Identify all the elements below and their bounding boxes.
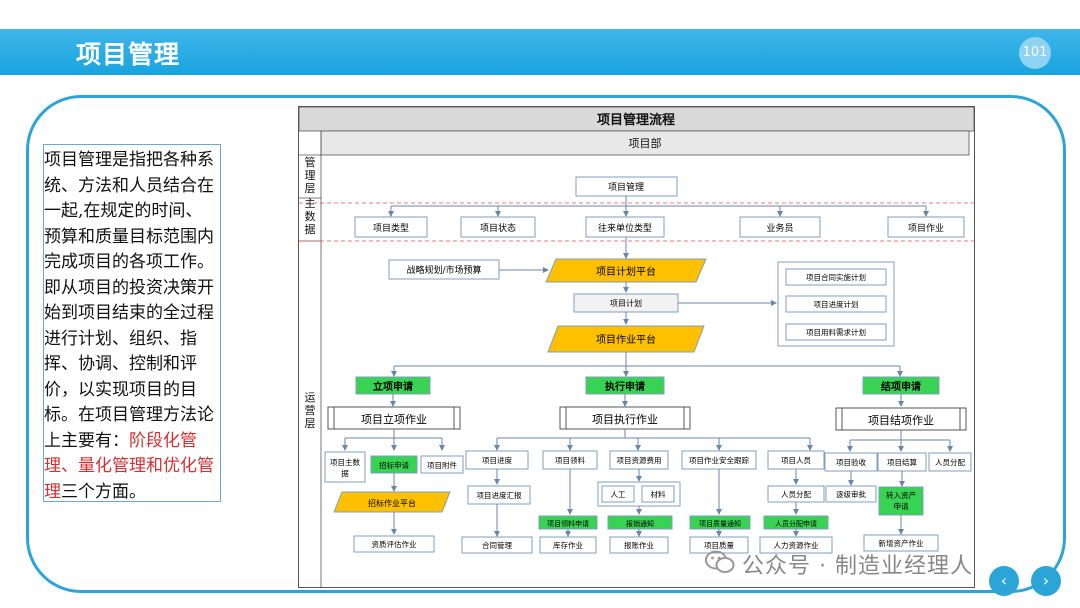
exec-staff-assign: 人员分配	[781, 490, 811, 499]
exec-inventory: 库存作业	[553, 540, 583, 550]
establish-item-master: 项目主数据	[330, 457, 360, 478]
exec-contract: 合同管理	[482, 540, 512, 550]
exec-reimburse-notice: 报销通知	[626, 519, 654, 528]
establish-item-tender: 招标申请	[379, 460, 409, 470]
diagram-title: 项目管理流程	[597, 112, 675, 128]
phase-work-close: 项目结项作业	[868, 414, 934, 427]
exec-safety: 项目作业安全跟踪	[689, 455, 749, 465]
establish-item-attach: 项目附件	[427, 460, 457, 470]
master-item: 往来单位类型	[598, 222, 652, 234]
phase-apply-establish: 立项申请	[373, 380, 413, 393]
exec-staff-assign-apply: 人员分配申请	[775, 519, 817, 528]
watermark-text: 公众号 · 制造业经理人	[742, 554, 973, 579]
close-approval: 逐级审批	[836, 489, 866, 499]
exec-progress: 项目进度	[482, 455, 512, 465]
close-new-asset: 新增资产作业	[879, 538, 924, 548]
exec-materials: 材料	[651, 489, 666, 499]
exec-material-apply: 项目领料申请	[547, 519, 589, 528]
master-item: 业务员	[766, 222, 793, 234]
department-label: 项目部	[629, 136, 662, 150]
exec-material: 项目领料	[555, 455, 585, 465]
next-page-button[interactable]: ›	[1031, 566, 1061, 596]
plan-item: 项目用料需求计划	[806, 327, 866, 337]
lane-master-data: 主数据	[305, 197, 316, 236]
exec-staff: 项目人员	[781, 456, 811, 465]
plan-platform: 项目计划平台	[596, 265, 656, 278]
close-staff-assign: 人员分配	[935, 458, 965, 467]
exec-quality: 项目质量	[704, 540, 734, 550]
close-transfer: 转入资产申请	[886, 490, 916, 511]
master-item: 项目作业	[908, 222, 944, 234]
phase-work-execute: 项目执行作业	[592, 412, 658, 426]
exec-reimburse-work: 报账作业	[624, 540, 654, 550]
body-paragraph: 项目管理是指把各种系统、方法和人员结合在一起,在规定的时间、预算和质量目标范围内…	[44, 148, 216, 505]
exec-progress-report: 项目进度汇报	[477, 490, 522, 500]
plan-item: 项目合同实施计划	[806, 272, 866, 282]
close-settlement: 项目结算	[887, 457, 917, 467]
close-acceptance: 项目验收	[836, 457, 866, 467]
master-item: 项目类型	[373, 222, 409, 234]
body-text-main: 项目管理是指把各种系统、方法和人员结合在一起,在规定的时间、预算和质量目标范围内…	[44, 150, 214, 451]
tender-platform: 招标作业平台	[368, 498, 416, 508]
strategy-node: 战略规划/市场预算	[406, 264, 481, 276]
process-flow-diagram: 项目管理流程 项目部 管理层 主数据 运营层 项目管理 项目类型 项目状态 往来…	[298, 106, 975, 588]
root-node: 项目管理	[608, 181, 644, 193]
exec-labor: 人工	[611, 490, 626, 499]
master-item: 项目状态	[480, 222, 516, 234]
page-title: 项目管理	[76, 40, 181, 69]
wechat-icon	[705, 550, 735, 573]
page-number-badge: 101	[1019, 37, 1051, 69]
prev-page-button[interactable]: ‹	[989, 566, 1019, 596]
phase-work-establish: 项目立项作业	[361, 412, 427, 426]
lane-management: 管理层	[305, 155, 316, 195]
exec-quality-notice: 项目质量通知	[699, 519, 741, 528]
work-platform: 项目作业平台	[596, 333, 656, 346]
exec-cost: 项目资源费用	[617, 455, 662, 465]
project-plan: 项目计划	[610, 298, 642, 308]
body-text-highlight: 阶段化管理、量化管理和优化管理	[44, 430, 214, 502]
qualification-work: 资质评估作业	[372, 539, 417, 549]
content-frame	[26, 95, 1066, 593]
phase-apply-close: 结项申请	[881, 380, 921, 393]
plan-item: 项目进度计划	[814, 299, 859, 309]
header-bar: 项目管理	[0, 29, 1080, 75]
text-box-border	[43, 144, 221, 502]
body-text-tail: 三个方面。	[61, 481, 146, 502]
exec-hr-work: 人力资源作业	[774, 540, 819, 550]
lane-operation: 运营层	[305, 391, 316, 430]
phase-apply-execute: 执行申请	[605, 380, 645, 393]
